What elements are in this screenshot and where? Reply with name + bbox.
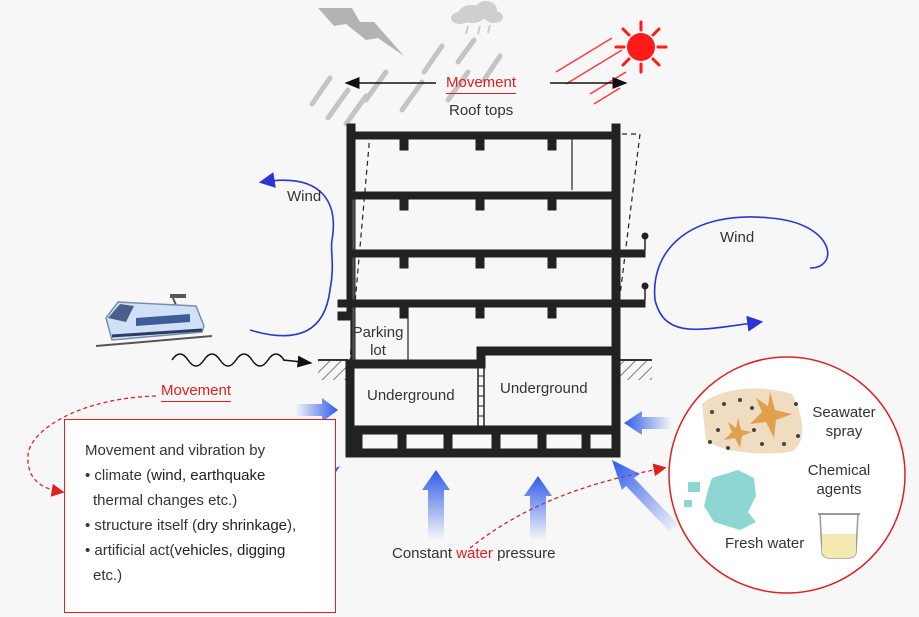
underground-right-label: Underground — [500, 380, 588, 397]
info-item-continuation: thermal changes etc.) — [93, 492, 238, 509]
cloud-icon — [451, 1, 503, 35]
movement-left-label: Movement — [161, 382, 232, 402]
wind-arrow-left — [249, 172, 335, 337]
train-icon — [95, 294, 213, 347]
ground-hatch-right — [612, 360, 652, 380]
wind-left-label: Wind — [287, 188, 322, 205]
underground-left-label: Underground — [367, 387, 455, 404]
info-item-prefix: artificial act( — [94, 542, 175, 559]
parking-lot-label: Parking lot — [352, 324, 404, 359]
roof-tops-label: Roof tops — [449, 102, 514, 119]
sun-rays — [555, 37, 627, 105]
info-item-suffix: ), — [287, 517, 297, 534]
info-item-climate: • climate (wind, earthquake — [85, 467, 266, 484]
info-item-continuation: etc.) — [93, 567, 123, 584]
water-pressure-label: Constant water pressure — [392, 545, 555, 563]
movement-top-label: Movement — [446, 74, 517, 94]
fresh-water-label: Fresh water — [725, 535, 805, 552]
ground-hatch-left — [318, 360, 348, 380]
pressure-water: water — [456, 545, 493, 562]
info-item-structure: • structure itself (dry shrinkage), — [85, 517, 297, 534]
sun-icon — [614, 20, 668, 74]
seawater-spray-label: Seawater spray — [812, 404, 876, 440]
wind-arrow-right-lower — [654, 299, 764, 332]
lightning-icon — [318, 8, 404, 56]
vibration-wave — [171, 353, 285, 367]
fresh-water-icon — [684, 470, 756, 530]
chemical-agents-label: Chemical agents — [807, 462, 871, 498]
seawater-spray-icon — [702, 388, 803, 454]
info-item-highlight: vehicles, digging — [174, 542, 286, 559]
wind-right-label: Wind — [720, 229, 755, 246]
beaker-icon — [818, 513, 860, 559]
info-item-artificial: • artificial act(vehicles, digging — [85, 542, 286, 559]
movement-info-box: Movement and vibration by • climate (win… — [64, 419, 336, 613]
pressure-suffix: pressure — [497, 545, 556, 562]
movement-connector — [27, 395, 157, 497]
info-item-prefix: structure itself ( — [94, 517, 197, 534]
info-box-title: Movement and vibration by — [85, 442, 266, 459]
pressure-prefix: Constant — [392, 545, 453, 562]
rain-icon — [309, 37, 503, 127]
info-item-highlight: wind, earthquake — [151, 467, 266, 484]
info-item-highlight: dry shrinkage — [196, 517, 287, 534]
building-structure — [337, 123, 649, 458]
info-item-prefix: climate ( — [94, 467, 152, 484]
wind-arrow-right — [653, 216, 829, 301]
